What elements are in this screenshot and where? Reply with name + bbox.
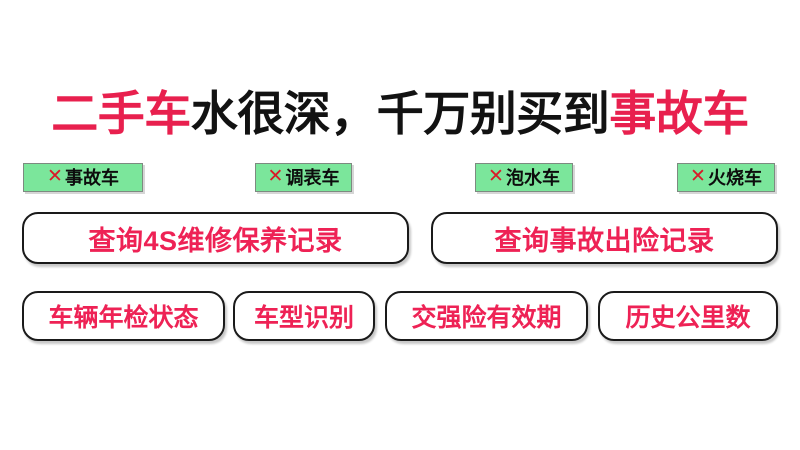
query-accident-insurance-record-button[interactable]: 查询事故出险记录 [431, 212, 778, 264]
feature-historical-mileage-button[interactable]: 历史公里数 [598, 291, 778, 341]
warning-badge-row: ✕ 事故车 ✕ 调表车 ✕ 泡水车 ✕ 火烧车 [23, 163, 777, 193]
feature-compulsory-insurance-validity-button[interactable]: 交强险有效期 [385, 291, 588, 341]
feature-button-label: 历史公里数 [625, 304, 751, 332]
cross-mark-icon: ✕ [267, 166, 284, 187]
status-badge-accident-car: ✕ 事故车 [23, 163, 143, 192]
feature-button-label: 车辆年检状态 [48, 304, 199, 332]
feature-vehicle-inspection-status-button[interactable]: 车辆年检状态 [22, 291, 225, 341]
page-title-segment-1: 二手车 [51, 87, 191, 140]
status-badge-label: 火烧车 [707, 167, 762, 188]
cross-mark-icon: ✕ [47, 166, 63, 187]
page-title-segment-3: 事故车 [609, 87, 749, 140]
status-badge-label: 泡水车 [505, 167, 560, 188]
status-badge-burned-car: ✕ 火烧车 [677, 163, 775, 192]
query-button-label: 查询事故出险记录 [494, 225, 715, 256]
query-button-label: 查询4S维修保养记录 [88, 225, 343, 256]
page-title: 二手车水很深，千万别买到事故车 [0, 88, 800, 140]
feature-button-label: 交强险有效期 [411, 304, 562, 332]
page-title-segment-2: 水很深，千万别买到 [190, 87, 610, 140]
feature-model-identification-button[interactable]: 车型识别 [233, 291, 375, 341]
feature-button-label: 车型识别 [253, 304, 354, 332]
status-badge-odometer-tampered-car: ✕ 调表车 [255, 163, 352, 192]
status-badge-label: 事故车 [64, 167, 119, 188]
cross-mark-icon: ✕ [690, 166, 706, 187]
query-4s-maintenance-record-button[interactable]: 查询4S维修保养记录 [22, 212, 409, 264]
status-badge-flooded-car: ✕ 泡水车 [475, 163, 573, 192]
cross-mark-icon: ✕ [488, 166, 504, 187]
status-badge-label: 调表车 [285, 167, 340, 188]
